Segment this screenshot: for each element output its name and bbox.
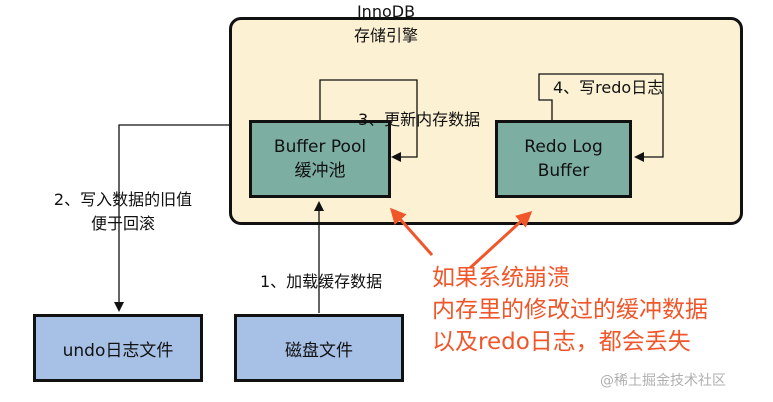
step2-label-line1: 2、写入数据的旧值 [53,190,193,209]
redo-buffer-label-line2: Buffer [537,161,590,181]
disk-file-box: 磁盘文件 [234,314,404,382]
disk-file-label: 磁盘文件 [285,340,353,361]
undo-log-file-box: undo日志文件 [33,314,203,382]
write-redo-arrow [538,73,664,162]
undo-log-file-label: undo日志文件 [62,340,174,361]
write-undo-arrow [114,124,229,312]
redo-log-buffer-box: Redo Log Buffer [495,120,632,198]
engine-title-line2: 存储引擎 [353,26,418,45]
buffer-pool-label-line2: 缓冲池 [294,161,346,181]
step2-label: 2、写入数据的旧值 便于回滚 [38,188,208,236]
redo-buffer-label-line1: Redo Log [524,137,603,157]
warning-line2: 内存里的修改过的缓冲数据 [432,297,708,323]
step3-label: 3、更新内存数据 [358,110,481,129]
crash-warning-text: 如果系统崩溃 内存里的修改过的缓冲数据 以及redo日志，都会丢失 [432,262,708,358]
update-memory-arrow [319,79,418,162]
warning-line3: 以及redo日志，都会丢失 [432,329,691,355]
engine-title-line1: InnoDB [356,2,416,21]
warning-arrow-to-redo-buffer [468,210,533,270]
warning-line1: 如果系统崩溃 [432,265,570,291]
watermark-text: @稀土掘金技术社区 [600,373,726,389]
buffer-pool-box: Buffer Pool 缓冲池 [249,120,391,198]
engine-title: InnoDB 存储引擎 [330,0,442,48]
warning-arrow-to-buffer-pool [390,207,434,256]
buffer-pool-label-line1: Buffer Pool [273,137,367,157]
step2-label-line2: 便于回滚 [90,214,155,233]
step4-label: 4、写redo日志 [553,78,664,97]
step1-label: 1、加载缓存数据 [260,272,383,291]
